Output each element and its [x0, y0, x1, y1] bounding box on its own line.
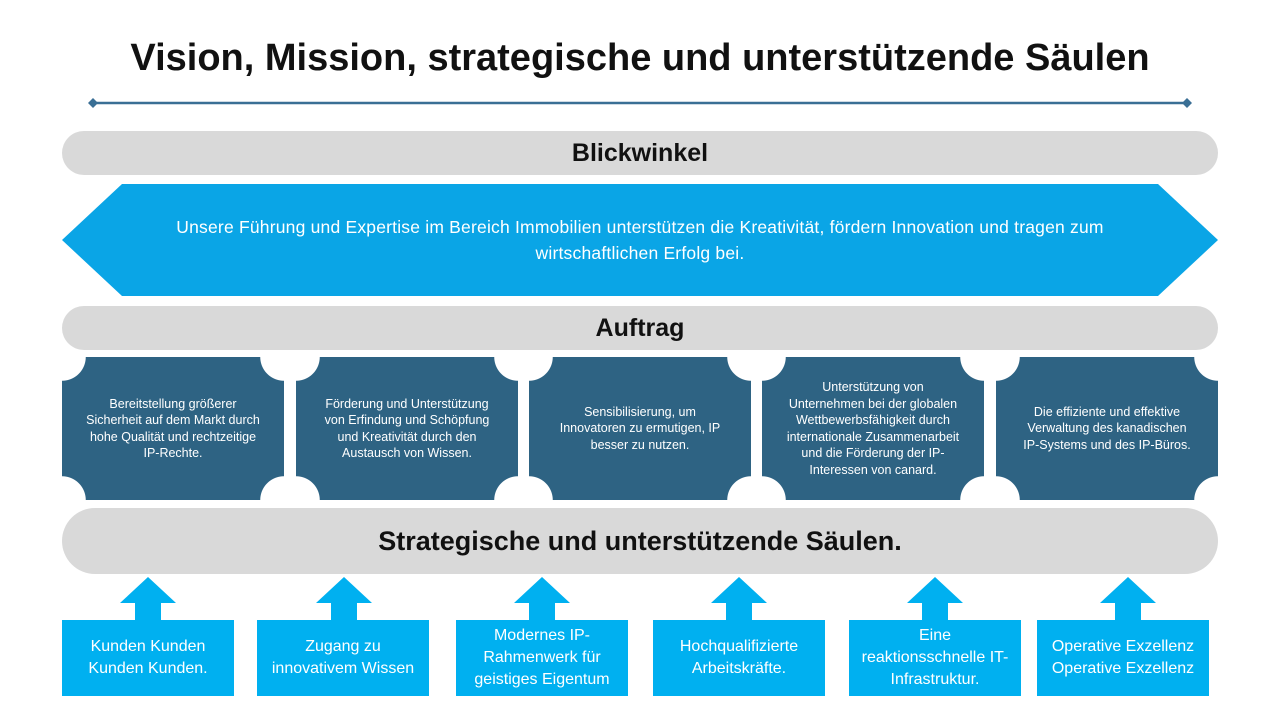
mission-card-text: Bereitstellung größerer Sicherheit auf d…	[86, 396, 260, 461]
up-arrow-icon	[907, 577, 963, 621]
mission-card-text: Förderung und Unterstützung von Erfindun…	[324, 396, 490, 461]
vision-header: Blickwinkel	[62, 131, 1218, 175]
pillar-box: Kunden Kunden Kunden Kunden.	[62, 620, 234, 696]
mission-card: Sensibilisierung, um Innovatoren zu ermu…	[529, 357, 751, 500]
title-divider	[88, 98, 1192, 108]
pillars-label: Strategische und unterstützende Säulen.	[378, 525, 902, 556]
up-arrow-icon	[1100, 577, 1156, 621]
mission-label: Auftrag	[595, 313, 685, 342]
pillar-box: Modernes IP-Rahmenwerk für geistiges Eig…	[456, 620, 628, 696]
pillar-text: Eine reaktionsschnelle IT-Infrastruktur.	[861, 627, 1009, 688]
up-arrow-icon	[120, 577, 176, 621]
pillars-header: Strategische und unterstützende Säulen.	[62, 508, 1218, 574]
mission-card: Bereitstellung größerer Sicherheit auf d…	[62, 357, 284, 500]
pillar-box: Operative Exzellenz Operative Exzellenz	[1037, 620, 1209, 696]
mission-card-text: Unterstützung von Unternehmen bei der gl…	[786, 380, 960, 477]
vision-label: Blickwinkel	[571, 138, 709, 167]
page-title: Vision, Mission, strategische und unters…	[130, 37, 1150, 79]
pillar-box: Hochqualifizierte Arbeitskräfte.	[653, 620, 825, 696]
mission-card-text: Die effiziente und effektive Verwaltung …	[1023, 404, 1191, 452]
mission-card: Unterstützung von Unternehmen bei der gl…	[762, 357, 984, 500]
pillar-text: Operative Exzellenz Operative Exzellenz	[1051, 638, 1195, 677]
mission-card-text: Sensibilisierung, um Innovatoren zu ermu…	[559, 404, 721, 452]
mission-header: Auftrag	[62, 306, 1218, 350]
pillar-box: Eine reaktionsschnelle IT-Infrastruktur.	[849, 620, 1021, 696]
vision-statement-box: Unsere Führung und Expertise im Bereich …	[62, 184, 1218, 296]
pillar-text: Kunden Kunden Kunden Kunden.	[88, 638, 208, 677]
pillar-text: Modernes IP-Rahmenwerk für geistiges Eig…	[474, 627, 610, 688]
mission-card: Förderung und Unterstützung von Erfindun…	[296, 357, 518, 500]
mission-card: Die effiziente und effektive Verwaltung …	[996, 357, 1218, 500]
pillar-text: Hochqualifizierte Arbeitskräfte.	[679, 638, 799, 677]
pillar-box: Zugang zu innovativem Wissen	[257, 620, 429, 696]
up-arrow-icon	[316, 577, 372, 621]
vision-statement: Unsere Führung und Expertise im Bereich …	[176, 217, 1104, 263]
up-arrow-icon	[514, 577, 570, 621]
pillar-text: Zugang zu innovativem Wissen	[271, 638, 415, 677]
up-arrow-icon	[711, 577, 767, 621]
